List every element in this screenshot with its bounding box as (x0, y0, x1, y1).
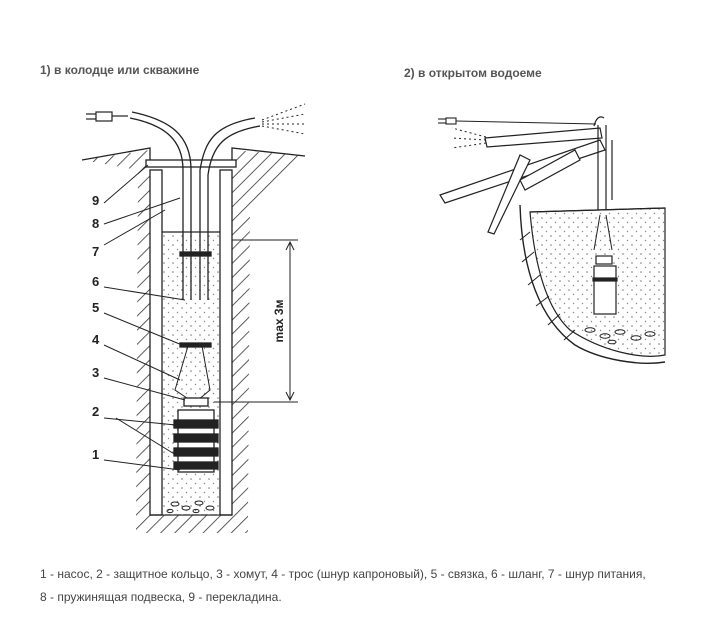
pond-bank (519, 204, 666, 364)
pond-title: 2) в открытом водоеме (404, 66, 542, 80)
callout-leaders (103, 164, 186, 471)
dimension-label: max 3м (272, 299, 286, 342)
callout-3: 3 (92, 365, 99, 380)
callout-1: 1 (92, 447, 99, 462)
pond-hose (597, 125, 607, 210)
pond-pump (593, 265, 617, 315)
well-wall-left (149, 169, 163, 516)
binding-lower (179, 342, 212, 348)
callout-6: 6 (92, 274, 99, 289)
pond-rope (593, 214, 613, 251)
well-diagram (81, 103, 306, 533)
legend-line-1: 1 - насос, 2 - защитное кольцо, 3 - хому… (40, 567, 646, 581)
binding-upper (179, 251, 212, 257)
stake-right (519, 149, 581, 191)
callout-5: 5 (92, 300, 99, 315)
soil-right (232, 150, 305, 515)
stake-left (487, 154, 531, 235)
well-wall-right (219, 169, 233, 516)
callout-8: 8 (92, 216, 99, 231)
spray-icon (261, 103, 306, 135)
pond-plug-icon (438, 117, 597, 125)
pond-diagram (438, 116, 666, 364)
callout-numbers: 1 2 3 4 5 6 7 8 9 (92, 193, 100, 462)
callout-4: 4 (92, 332, 100, 347)
soil-left (82, 150, 150, 515)
pond-pebbles (584, 327, 656, 345)
pebbles (166, 500, 215, 514)
legend-line-2: 8 - пружинящая подвеска, 9 - перекладина… (40, 590, 282, 604)
hose-left (129, 117, 184, 300)
callout-9: 9 (92, 193, 99, 208)
clamp (183, 397, 209, 407)
callout-7: 7 (92, 244, 99, 259)
pond-clamp (595, 255, 613, 265)
callout-2: 2 (92, 404, 99, 419)
soil-bottom (136, 515, 248, 533)
pond-spray-icon (451, 127, 487, 149)
hose-right (199, 117, 256, 300)
depth-dimension (214, 239, 298, 403)
rope (174, 345, 211, 401)
well-title: 1) в колодце или скважине (40, 63, 200, 77)
plug-icon (86, 111, 128, 122)
pond-crossbar (484, 127, 603, 148)
